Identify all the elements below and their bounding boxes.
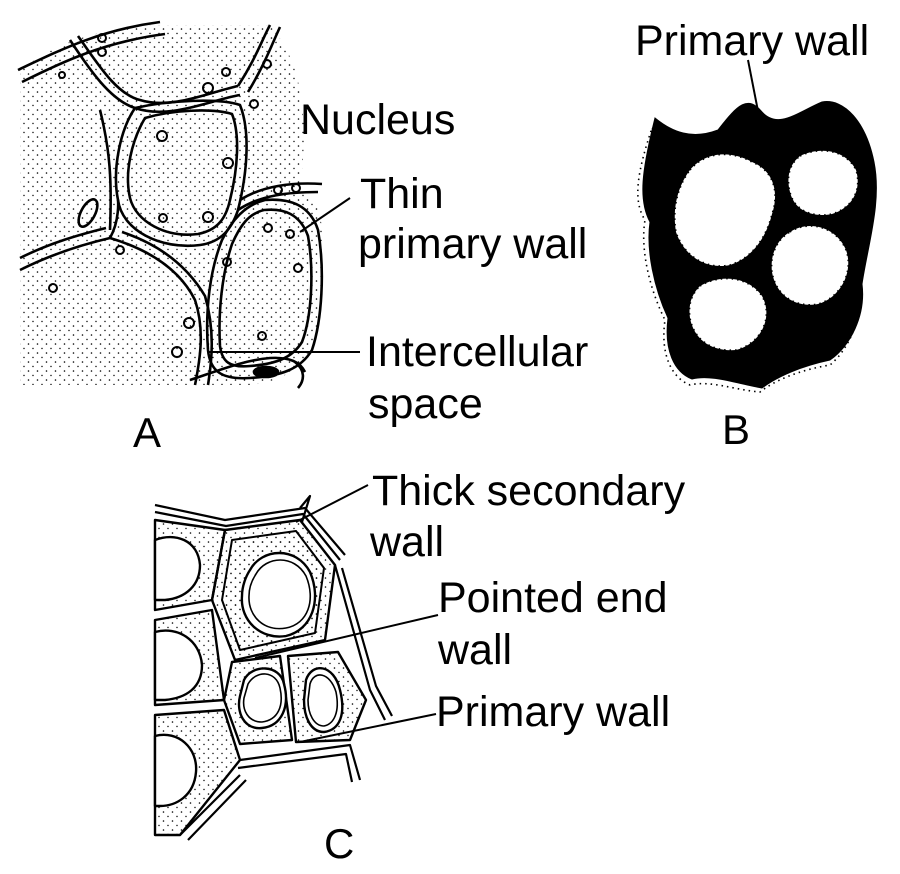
leader-thin-primary-wall — [299, 197, 351, 233]
leader-pointed-end-wall — [254, 614, 439, 659]
label-nucleus: Nucleus — [300, 96, 455, 144]
label-intercellular-line2: space — [368, 380, 483, 428]
panel-b-collenchyma — [637, 59, 877, 393]
label-primary-wall-c: Primary wall — [436, 688, 670, 736]
label-primary-wall-b: Primary wall — [635, 17, 869, 65]
panel-b-letter: B — [722, 406, 750, 453]
leader-thick-secondary-wall — [295, 484, 369, 523]
panel-a-parenchyma — [17, 20, 360, 389]
label-thin-primary-wall-line1: Thin — [360, 170, 444, 218]
panel-c-sclerenchyma — [153, 494, 393, 841]
label-thin-primary-wall-line2: primary wall — [358, 220, 587, 268]
label-thick-secondary-line2: wall — [369, 518, 444, 566]
label-pointed-end-line1: Pointed end — [438, 574, 668, 622]
panel-c-letter: C — [324, 820, 354, 867]
label-thick-secondary-line1: Thick secondary — [372, 467, 686, 515]
panel-a-organelles — [48, 33, 303, 358]
leader-primary-wall-c — [299, 713, 437, 743]
label-intercellular-line1: Intercellular — [366, 328, 588, 376]
panel-a-letter: A — [133, 409, 161, 456]
label-pointed-end-line2: wall — [437, 626, 512, 674]
leader-primary-wall-b — [747, 59, 767, 153]
